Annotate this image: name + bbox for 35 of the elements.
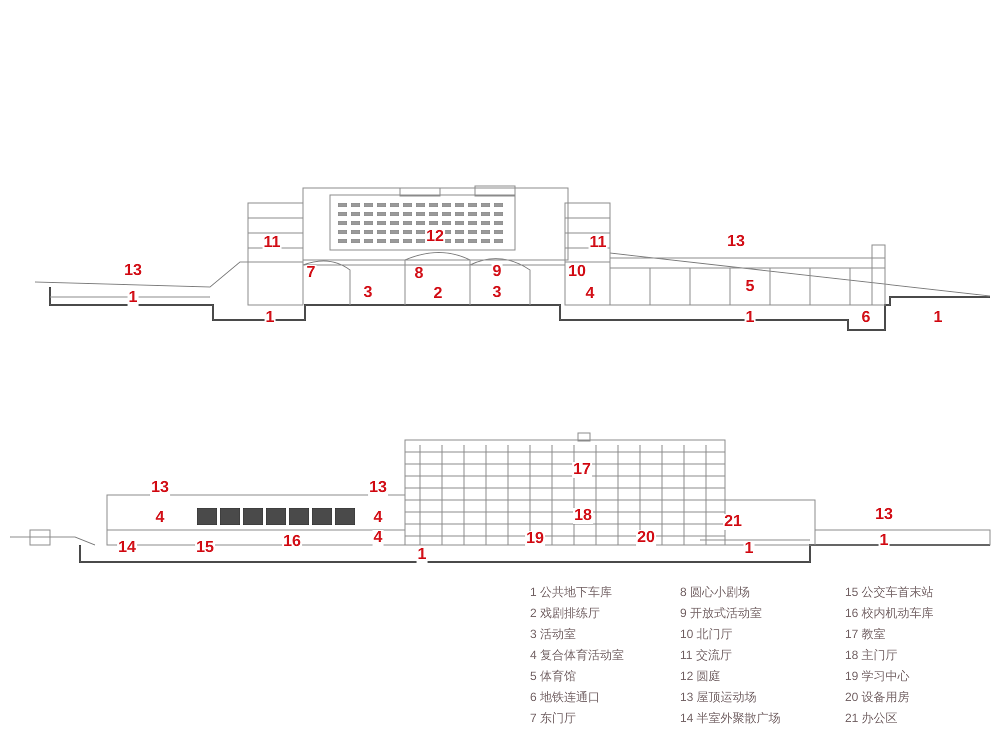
callout-number: 19 <box>525 531 545 547</box>
legend-entry: 12 圆庭 <box>680 668 721 685</box>
legend-entry: 19 学习中心 <box>845 668 910 685</box>
callout-number: 1 <box>878 533 890 549</box>
legend-entry: 21 办公区 <box>845 710 898 727</box>
legend-entry: 8 圆心小剧场 <box>680 584 750 601</box>
callout-number: 11 <box>588 235 608 251</box>
callout-number: 1 <box>128 290 138 306</box>
legend-entry: 15 公交车首末站 <box>845 584 934 601</box>
callout-number: 12 <box>425 229 445 245</box>
callout-number: 21 <box>723 514 743 530</box>
legend-entry: 3 活动室 <box>530 626 576 643</box>
legend-entry: 10 北门厅 <box>680 626 733 643</box>
callout-number: 17 <box>572 462 592 478</box>
legend-entry: 2 戏剧排练厅 <box>530 605 600 622</box>
callout-number: 20 <box>636 530 656 546</box>
callout-number: 1 <box>416 547 428 563</box>
legend-entry: 13 屋顶运动场 <box>680 689 757 706</box>
legend-entry: 18 主门厅 <box>845 647 898 664</box>
legend-entry: 4 复合体育活动室 <box>530 647 624 664</box>
callout-number: 13 <box>368 480 388 496</box>
callout-number: 18 <box>573 508 593 524</box>
legend-entry: 7 东门厅 <box>530 710 576 727</box>
legend-entry: 9 开放式活动室 <box>680 605 762 622</box>
legend-entry: 20 设备用房 <box>845 689 910 706</box>
legend-entry: 14 半室外聚散广场 <box>680 710 781 727</box>
legend-entry: 17 教室 <box>845 626 886 643</box>
legend-entry: 16 校内机动车库 <box>845 605 934 622</box>
legend-entry: 11 交流厅 <box>680 647 732 664</box>
legend-entry: 5 体育馆 <box>530 668 576 685</box>
callout-number: 4 <box>372 530 384 546</box>
legend-entry: 1 公共地下车库 <box>530 584 612 601</box>
legend-entry: 6 地铁连通口 <box>530 689 600 706</box>
callout-number: 11 <box>262 235 282 251</box>
callout-number: 13 <box>150 480 170 496</box>
